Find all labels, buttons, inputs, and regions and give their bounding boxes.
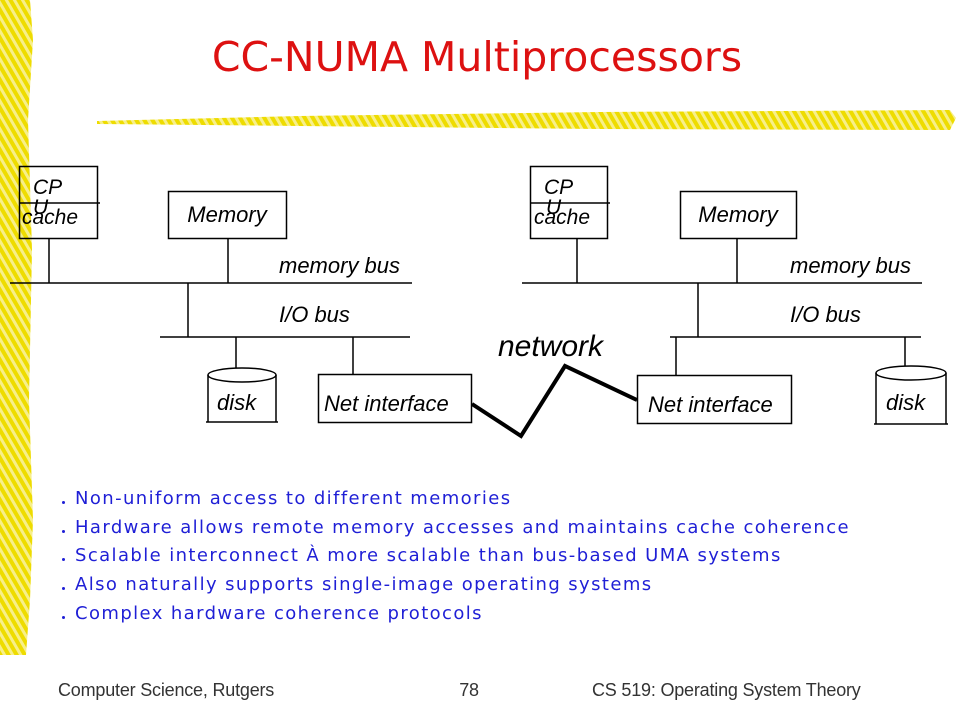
bullet-dot <box>62 587 65 590</box>
left-net-interface-label: Net interface <box>324 391 449 416</box>
right-cpu-label-line1: CP <box>544 176 574 199</box>
footer-course: CS 519: Operating System Theory <box>592 680 861 700</box>
right-disk-label: disk <box>886 390 926 415</box>
left-memory-bus-label: memory bus <box>279 253 401 278</box>
left-net-interface-box <box>317 373 473 424</box>
bullet-dot <box>62 558 65 561</box>
left-disk-label: disk <box>217 390 257 415</box>
bullet-item: Non-uniform access to different memories <box>75 488 512 509</box>
left-io-bus-label: I/O bus <box>279 302 350 327</box>
bullet-item: Hardware allows remote memory accesses a… <box>75 517 850 538</box>
left-disk-cylinder <box>206 367 278 423</box>
right-disk-top <box>875 365 947 381</box>
right-memory-box <box>679 190 798 240</box>
bullet-item: Complex hardware coherence protocols <box>75 603 483 624</box>
right-net-interface-label: Net interface <box>648 392 773 417</box>
right-memory-bus-label: memory bus <box>790 253 912 278</box>
network-label: network <box>498 330 604 363</box>
slide-title: CC-NUMA Multiprocessors <box>211 33 743 81</box>
bullet-dot <box>62 530 65 533</box>
left-cpu-label-line2: U <box>33 196 49 219</box>
left-cache-label: cache <box>22 206 79 229</box>
bullet-dot <box>62 501 65 504</box>
right-cpu-label-line2: U <box>546 196 562 219</box>
right-disk-cylinder <box>874 365 948 425</box>
bullet-item: Also naturally supports single-image ope… <box>75 574 653 595</box>
left-disk-top <box>207 367 277 383</box>
network-link <box>470 363 638 439</box>
footer-page-number: 78 <box>459 680 479 700</box>
footer-institution: Computer Science, Rutgers <box>58 680 275 700</box>
bullet-dot <box>62 616 65 619</box>
right-net-interface-box <box>636 374 793 425</box>
bullet-item: Scalable interconnect À more scalable th… <box>75 545 782 566</box>
right-io-bus-label: I/O bus <box>790 302 861 327</box>
right-memory-label: Memory <box>698 202 778 227</box>
left-cpu-label-line1: CP <box>33 176 63 199</box>
left-crayon-bar <box>0 0 33 655</box>
right-cache-label: cache <box>534 206 591 229</box>
left-memory-label: Memory <box>187 202 267 227</box>
title-crayon-underline <box>97 110 956 130</box>
